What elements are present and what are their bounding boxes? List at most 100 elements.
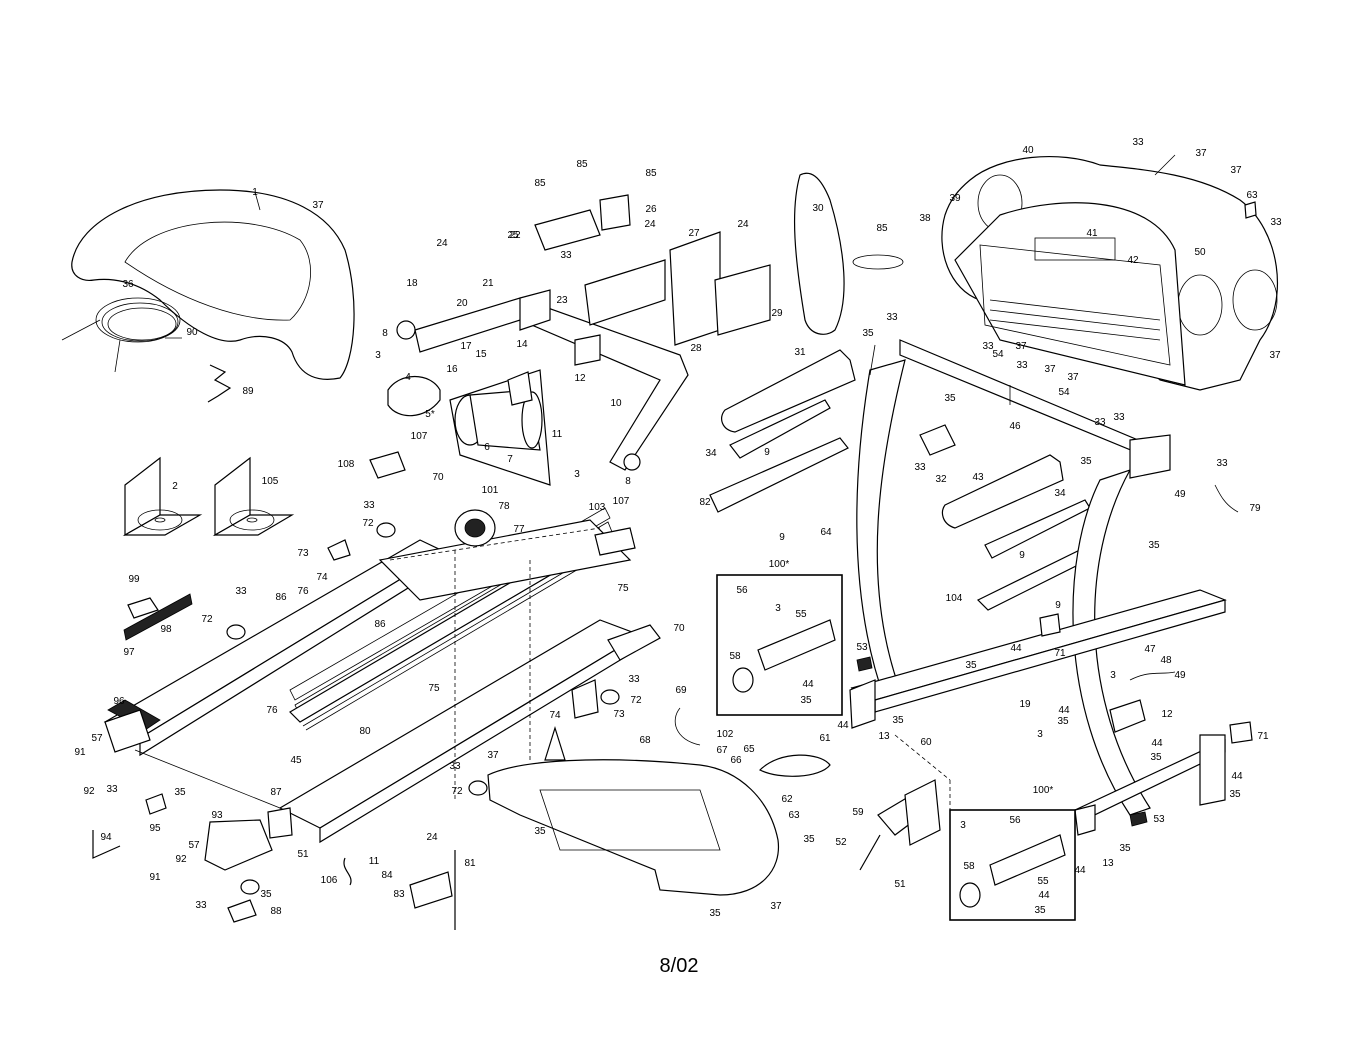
callout-85-1: 85: [576, 159, 588, 170]
callout-33-6: 33: [1216, 458, 1228, 469]
callout-33-7: 33: [363, 500, 375, 511]
callout-94-0: 94: [100, 832, 112, 843]
callout-37-5: 37: [1269, 350, 1281, 361]
callout-19-0: 19: [1019, 699, 1031, 710]
callout-83-0: 83: [393, 889, 405, 900]
callout-53-0: 53: [856, 642, 868, 653]
callout-52-0: 52: [835, 837, 847, 848]
callout-87-0: 87: [270, 787, 282, 798]
callout-30-0: 30: [812, 203, 824, 214]
callout-3-2: 3: [775, 603, 781, 614]
callout-33-10: 33: [449, 761, 461, 772]
callout-96-0: 96: [113, 696, 125, 707]
callout-56-0: 56: [736, 585, 748, 596]
callout-65-0: 65: [743, 744, 755, 755]
callout-9-1: 9: [779, 532, 785, 543]
callout-35-10: 35: [534, 826, 546, 837]
callout-60-0: 60: [920, 737, 932, 748]
callout-3-1: 3: [574, 469, 580, 480]
callout-63-1: 63: [1246, 190, 1258, 201]
callout-85-0: 85: [534, 178, 546, 189]
callout-69-0: 69: [675, 685, 687, 696]
callout-16-0: 16: [446, 364, 458, 375]
callout-33-13: 33: [914, 462, 926, 473]
callout-101-0: 101: [482, 485, 499, 496]
callout-37-2: 37: [1015, 341, 1027, 352]
callout-13-1: 13: [1102, 858, 1114, 869]
callout-35-0: 35: [862, 328, 874, 339]
callout-44-0: 44: [1010, 643, 1022, 654]
callout-100-star-0: 100*: [769, 559, 790, 570]
cd-2: [122, 456, 203, 537]
callout-44-4: 44: [802, 679, 814, 690]
callout-33-14: 33: [1132, 137, 1144, 148]
callout-42-0: 42: [1127, 255, 1139, 266]
callout-7-0: 7: [507, 454, 513, 465]
callout-67-0: 67: [716, 745, 728, 756]
callout-98-0: 98: [160, 624, 172, 635]
callout-28-0: 28: [690, 343, 702, 354]
cable-coil-36: [61, 297, 181, 373]
callout-35-9: 35: [800, 695, 812, 706]
callout-9-0: 9: [764, 447, 770, 458]
callout-57-0: 57: [91, 733, 103, 744]
callout-35-7: 35: [1150, 752, 1162, 763]
callout-72-2: 72: [630, 695, 642, 706]
callout-62-0: 62: [781, 794, 793, 805]
callout-44-6: 44: [1038, 890, 1050, 901]
uprights-and-base: [849, 339, 1227, 836]
callout-35-4: 35: [965, 660, 977, 671]
callout-35-6: 35: [892, 715, 904, 726]
callout-35-12: 35: [709, 908, 721, 919]
callout-73-0: 73: [297, 548, 309, 559]
callout-61-0: 61: [819, 733, 831, 744]
callout-37-8: 37: [1230, 165, 1242, 176]
walking-belt: [378, 519, 632, 800]
callout-40-0: 40: [1022, 145, 1034, 156]
callout-33-12: 33: [195, 900, 207, 911]
callout-63-0: 63: [788, 810, 800, 821]
misc-small-parts: [92, 201, 1257, 930]
callout-49-0: 49: [1174, 489, 1186, 500]
callout-2-0: 2: [172, 481, 178, 492]
callout-3-5: 3: [1037, 729, 1043, 740]
callout-35-11: 35: [803, 834, 815, 845]
callout-3-4: 3: [1110, 670, 1116, 681]
callout-35-15: 35: [1034, 905, 1046, 916]
callout-64-0: 64: [820, 527, 832, 538]
callout-35-3: 35: [1148, 540, 1160, 551]
callout-44-2: 44: [1151, 738, 1163, 749]
callout-33-9: 33: [628, 674, 640, 685]
callout-44-7: 44: [1074, 865, 1086, 876]
callout-58-0: 58: [729, 651, 741, 662]
callout-24-2: 24: [737, 219, 749, 230]
callout-37-4: 37: [1067, 372, 1079, 383]
callout-12-0: 12: [574, 373, 586, 384]
callout-labels: 123333335*678899991011111212131314151617…: [74, 137, 1282, 919]
callout-108-0: 108: [338, 459, 355, 470]
callout-54-1: 54: [1058, 387, 1070, 398]
callout-13-0: 13: [878, 731, 890, 742]
callout-73-1: 73: [613, 709, 625, 720]
callout-85-3: 85: [876, 223, 888, 234]
callout-3-0: 3: [375, 350, 381, 361]
callout-9-3: 9: [1055, 600, 1061, 611]
callout-25-0: 25: [507, 230, 519, 241]
callout-75-0: 75: [617, 583, 629, 594]
callout-45-0: 45: [290, 755, 302, 766]
callout-80-0: 80: [359, 726, 371, 737]
callout-107-0: 107: [411, 431, 428, 442]
callout-33-5: 33: [1113, 412, 1125, 423]
callout-100-star-1: 100*: [1033, 785, 1054, 796]
callout-88-0: 88: [270, 906, 282, 917]
callout-57-1: 57: [188, 840, 200, 851]
callout-6-0: 6: [484, 442, 490, 453]
callout-39-0: 39: [949, 193, 961, 204]
deck-frame: [103, 507, 642, 871]
callout-20-0: 20: [456, 298, 468, 309]
callout-11-1: 11: [369, 856, 380, 867]
callout-78-0: 78: [498, 501, 510, 512]
callout-5-star-0: 5*: [425, 409, 435, 420]
callout-90-0: 90: [186, 327, 198, 338]
callout-106-0: 106: [321, 875, 338, 886]
